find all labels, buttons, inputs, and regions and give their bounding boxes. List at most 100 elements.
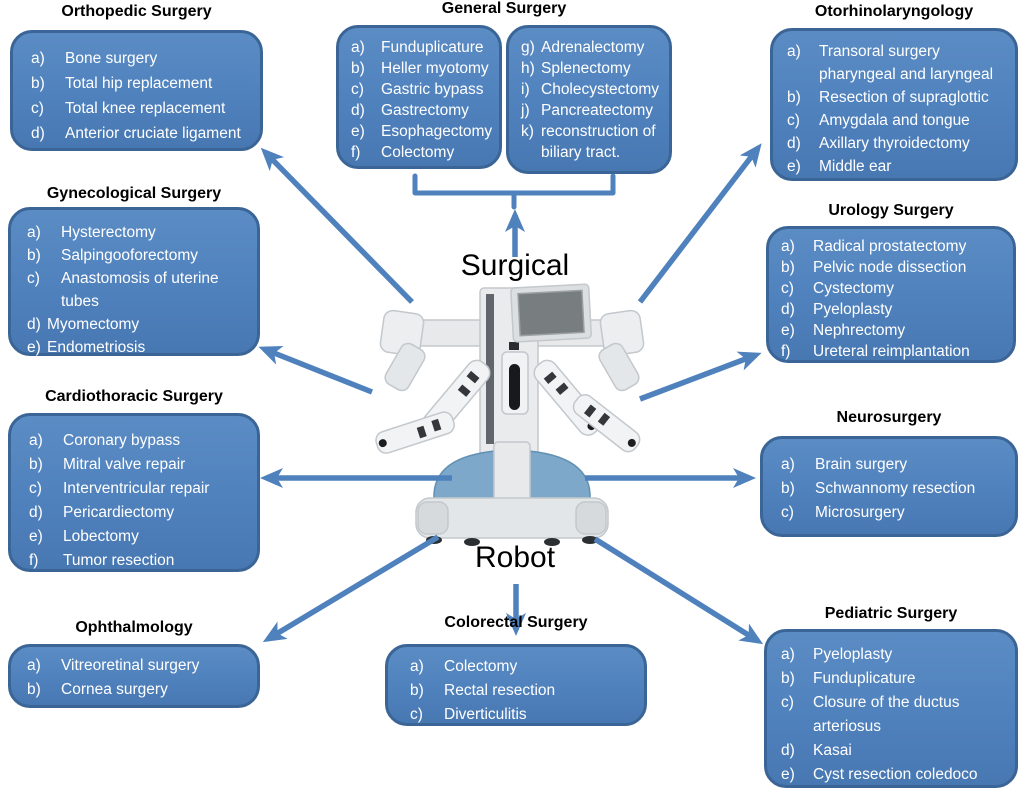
item-letter: e): [781, 766, 795, 783]
list-item: b)Resection of supraglottic: [787, 86, 1007, 109]
list-item: b)Rectal resection: [410, 679, 636, 703]
list-item: b)Pelvic node dissection: [781, 257, 1007, 278]
list-item: d) Pericardiectomy: [29, 501, 249, 525]
item-text: Schwannomy resection: [815, 480, 976, 497]
item-letter: c): [781, 694, 794, 711]
item-text: Anterior cruciate ligament: [65, 125, 241, 142]
item-text: Colectomy: [381, 144, 455, 161]
list-item: b)Cornea surgery: [27, 678, 249, 702]
list-item: c) Interventricular repair: [29, 477, 249, 501]
list-item: e)Middle ear: [787, 155, 1007, 178]
title-ophthalmology: Ophthalmology: [75, 619, 193, 636]
title-pediatric: Pediatric Surgery: [824, 605, 958, 622]
item-text: Gastrectomy: [381, 102, 469, 119]
item-letter: a): [781, 456, 795, 473]
item-text: Coronary bypass: [63, 432, 181, 449]
item-letter: c): [29, 480, 42, 497]
list-item: a) Hysterectomy: [27, 221, 249, 244]
item-text: Kasai: [813, 742, 852, 759]
item-text: Cyst resection coledoco: [813, 766, 978, 783]
item-text: Diverticulitis: [444, 706, 527, 723]
box-colorectal: a)Colectomy b)Rectal resection c)Diverti…: [385, 644, 647, 726]
item-text: Cornea surgery: [61, 681, 168, 698]
list-item: c)Total knee replacement: [31, 96, 250, 121]
list-item: f)Colectomy: [351, 142, 493, 163]
list-item: d)Pyeloplasty: [781, 299, 1007, 320]
list-item: c)Gastric bypass: [351, 79, 493, 100]
item-letter: b): [781, 259, 795, 276]
item-text: Brain surgery: [815, 456, 908, 473]
item-text: Mitral valve repair: [63, 456, 186, 473]
list-item: c)Anastomosis of uterine tubes: [27, 267, 249, 313]
item-text: Interventricular repair: [63, 480, 210, 497]
list-item: h)Splenectomy: [521, 58, 663, 79]
item-letter: c): [27, 270, 40, 287]
item-letter: h): [521, 60, 535, 77]
robot-wheel: [544, 538, 560, 546]
item-letter: c): [781, 280, 794, 297]
list-item: a)Pyeloplasty: [781, 643, 1007, 667]
item-letter: d): [787, 135, 801, 152]
item-text: Axillary thyroidectomy: [819, 135, 970, 152]
item-letter: b): [781, 670, 795, 687]
list-item: c) Diverticulitis: [410, 703, 636, 727]
robot-cart: [415, 497, 609, 539]
item-letter: e): [27, 339, 41, 356]
item-letter: g): [521, 39, 535, 56]
surgical-robot-image: [375, 283, 645, 546]
item-letter: a): [29, 432, 43, 449]
list-item: e)Nephrectomy: [781, 320, 1007, 341]
item-text: Ureteral reimplantation: [813, 343, 970, 360]
item-letter: b): [27, 247, 41, 264]
robot-arm-left-lower: [375, 411, 455, 454]
item-letter: a): [351, 39, 365, 56]
box-urology: a)Radical prostatectomy b)Pelvic node di…: [766, 226, 1016, 363]
robot-monitor: [510, 283, 592, 343]
title-general: General Surgery: [441, 0, 567, 17]
item-letter: k): [521, 123, 534, 140]
list-item: b)Salpingooforectomy: [27, 244, 249, 267]
list-item: a) Brain surgery: [781, 453, 1007, 477]
item-letter: c): [787, 112, 800, 129]
item-letter: a): [410, 658, 424, 675]
list-item: k)reconstruction of biliary tract.: [521, 121, 663, 163]
item-text: Funduplicature: [813, 670, 916, 687]
item-letter: b): [787, 89, 801, 106]
item-letter: i): [521, 81, 530, 98]
box-cardiothoracic: a)Coronary bypass b)Mitral valve repair …: [8, 413, 260, 572]
list-item: e)Esophagectomy: [351, 121, 493, 142]
list-item: c) Cystectomy: [781, 278, 1007, 299]
item-text: Transoral surgery pharyngeal and larynge…: [819, 43, 994, 83]
item-letter: c): [410, 706, 423, 723]
title-urology: Urology Surgery: [828, 202, 954, 219]
item-text: Microsurgery: [815, 504, 905, 521]
item-letter: e): [781, 322, 795, 339]
list-item: d) Axillary thyroidectomy: [787, 132, 1007, 155]
item-text: Funduplicature: [381, 39, 484, 56]
item-text: Pericardiectomy: [63, 504, 175, 521]
item-letter: a): [27, 224, 41, 241]
list-item: c)Amygdala and tongue: [787, 109, 1007, 132]
item-text: Pancreatectomy: [541, 102, 653, 119]
item-text: Cystectomy: [813, 280, 894, 297]
item-text: Tumor resection: [63, 552, 175, 569]
list-item: b) Funduplicature: [781, 667, 1007, 691]
title-colorectal: Colorectal Surgery: [444, 614, 588, 631]
item-text: Hysterectomy: [61, 224, 156, 241]
title-neurosurgery: Neurosurgery: [836, 409, 942, 426]
item-letter: b): [781, 480, 795, 497]
surgical-label: Surgical: [460, 249, 570, 282]
item-text: Vitreoretinal surgery: [61, 657, 200, 674]
list-item: j)Pancreatectomy: [521, 100, 663, 121]
box-neurosurgery: a)Brain surgery b)Schwannomy resection c…: [760, 436, 1018, 537]
item-letter: a): [781, 646, 795, 663]
item-letter: e): [787, 158, 801, 175]
item-letter: d): [29, 504, 43, 521]
item-letter: d): [781, 742, 795, 759]
box-general-left: a)Funduplicature b)Heller myotomy c)Gast…: [336, 25, 502, 169]
item-text: Cholecystectomy: [541, 81, 660, 98]
list-item: b) Schwannomy resection: [781, 477, 1007, 501]
list-item: d)Anterior cruciate ligament: [31, 121, 250, 146]
item-letter: c): [351, 81, 364, 98]
